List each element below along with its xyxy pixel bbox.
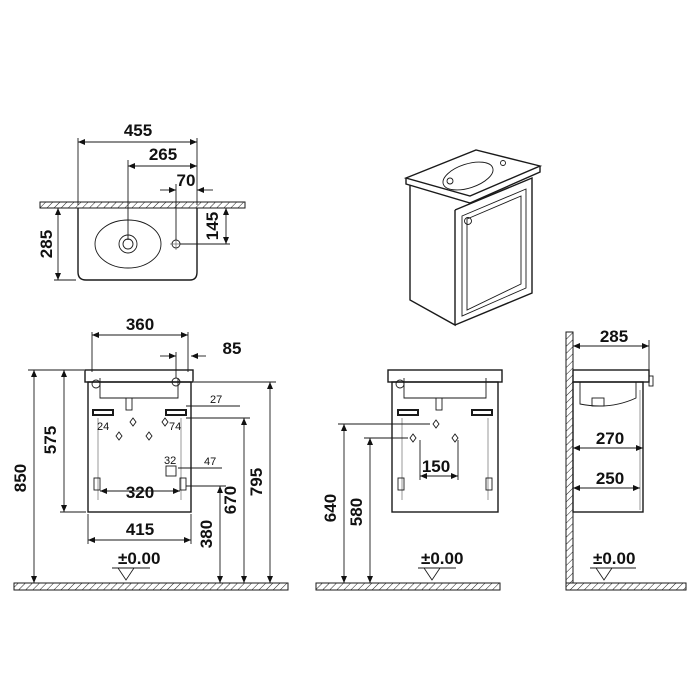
back-bracket-left [397,409,419,416]
back-bowl [403,378,487,399]
back-view: 150 640 580 ±0.00 [315,369,503,591]
dim-265: 265 [149,145,177,164]
dim-640: 640 [321,494,340,522]
front-hinge-right [179,477,187,491]
dim-150: 150 [422,457,450,476]
iso-door-panel [466,195,522,311]
dim-285-side: 285 [600,327,628,346]
top-view: 455 265 70 285 145 [37,121,246,281]
perspective-view [403,149,543,327]
dim-74: 74 [169,421,181,433]
front-fix-point-4 [161,417,169,427]
dim-380: 380 [197,520,216,548]
dim-70: 70 [177,171,196,190]
dim-415: 415 [126,520,154,539]
front-small-block [165,465,177,477]
side-floor-hatch [565,582,687,591]
dim-670: 670 [221,486,240,514]
iso-cabinet-side [409,185,456,327]
back-datum: ±0.00 [421,549,463,568]
iso-door-frame [461,188,527,317]
side-datum-symbol [595,567,613,581]
back-floor-hatch [315,582,501,591]
side-bowl [579,382,637,407]
front-datum-symbol [117,567,135,581]
dim-145: 145 [203,212,222,240]
dim-360: 360 [126,315,154,334]
dim-32: 32 [164,455,176,467]
back-overflow [395,379,405,389]
dim-270: 270 [596,429,624,448]
iso-top-surface [403,149,543,197]
front-trap [125,397,133,411]
front-bracket-right [165,409,187,416]
iso-tap-hole [500,160,506,166]
dim-47: 47 [204,456,216,468]
dim-250: 250 [596,469,624,488]
iso-drain [446,177,454,185]
front-bracket-left [92,409,114,416]
front-bowl [99,378,179,399]
iso-top-edge [405,166,541,204]
back-fix-point-3 [432,419,440,429]
front-fix-point-2 [145,431,153,441]
front-floor-hatch [13,582,289,591]
dim-24: 24 [97,421,109,433]
top-basin-outline [77,208,198,281]
front-datum: ±0.00 [118,549,160,568]
back-cabinet-body [391,381,499,513]
dim-285-top: 285 [37,230,56,258]
dim-85: 85 [223,339,242,358]
iso-cabinet-front [454,176,533,326]
front-hinge-left [93,477,101,491]
dim-575: 575 [41,426,60,454]
side-trap [591,397,605,407]
dim-795: 795 [247,468,266,496]
front-basin-top [84,369,194,383]
back-hinge-left [397,477,405,491]
back-datum-symbol [423,567,441,581]
back-fix-point-2 [451,433,459,443]
back-basin-top [387,369,503,383]
iso-door-knob [464,217,472,225]
back-hinge-right [485,477,493,491]
dim-580: 580 [347,498,366,526]
dim-850: 850 [11,464,30,492]
front-cabinet-body [87,381,192,513]
top-wall-hatch [39,201,246,209]
top-drain-inner [122,238,134,250]
back-bracket-right [471,409,493,416]
side-wall-hatch [565,331,574,584]
side-datum: ±0.00 [593,549,635,568]
side-knob [648,375,654,387]
dim-455: 455 [124,121,152,140]
iso-bowl [442,161,494,191]
back-fix-point-1 [409,433,417,443]
front-view: 360 85 27 24 74 32 47 320 415 850 575 [11,315,289,591]
front-overflow [91,379,101,389]
back-trap [435,397,443,411]
dim-27: 27 [210,394,222,406]
front-fix-point-1 [115,431,123,441]
side-basin-top [572,369,650,383]
front-fix-point-3 [129,417,137,427]
dim-320: 320 [126,483,154,502]
side-view: 285 270 250 ±0.00 [565,327,687,591]
